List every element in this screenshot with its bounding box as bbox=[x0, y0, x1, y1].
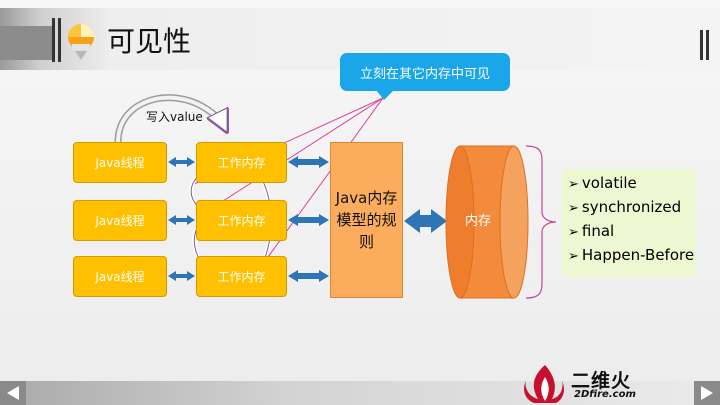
work-memory-box: 工作内存 bbox=[196, 142, 287, 183]
triangle-right-icon bbox=[701, 386, 713, 400]
jmm-rules-box: Java内存模型的规则 bbox=[330, 142, 403, 298]
slide-marker-icon bbox=[700, 30, 709, 60]
fire-logo-icon bbox=[524, 365, 564, 403]
java-thread-box: Java线程 bbox=[73, 142, 167, 183]
arrow-bullet-icon: ➢ bbox=[568, 225, 579, 240]
main-memory-cylinder bbox=[445, 145, 529, 299]
jmm-main-memory-arrow bbox=[404, 209, 447, 233]
page-title: 可见性 bbox=[107, 25, 192, 58]
thread-memory-arrows bbox=[168, 157, 195, 281]
keyword-bracket bbox=[525, 145, 557, 299]
visibility-callout: 立刻在其它内存中可见 bbox=[340, 53, 510, 91]
next-slide-button[interactable] bbox=[694, 381, 720, 405]
bottom-bar bbox=[0, 381, 720, 405]
prev-slide-button[interactable] bbox=[0, 381, 26, 405]
title-bar-accent bbox=[0, 26, 52, 60]
keyword-item: ➢volatile bbox=[568, 174, 637, 192]
keyword-list: ➢volatile ➢synchronized ➢final ➢Happen-B… bbox=[562, 169, 696, 277]
keyword-item: ➢Happen-Before bbox=[568, 246, 695, 264]
memory-jmm-arrows bbox=[288, 156, 329, 282]
title-divider bbox=[58, 18, 61, 62]
java-thread-box: Java线程 bbox=[73, 200, 167, 241]
java-thread-box: Java线程 bbox=[73, 256, 167, 297]
arrow-bullet-icon: ➢ bbox=[568, 201, 579, 216]
title-divider bbox=[52, 18, 55, 62]
triangle-left-icon bbox=[7, 386, 19, 400]
lightbulb-logo-icon bbox=[68, 24, 94, 60]
write-value-label: 写入value bbox=[146, 110, 203, 124]
main-memory-label: 内存 bbox=[464, 214, 491, 229]
arrow-bullet-icon: ➢ bbox=[568, 249, 579, 264]
arrow-bullet-icon: ➢ bbox=[568, 177, 579, 192]
keyword-item: ➢final bbox=[568, 222, 615, 240]
work-memory-box: 工作内存 bbox=[196, 200, 287, 241]
keyword-item: ➢synchronized bbox=[568, 198, 682, 216]
brand-name: 二维火 bbox=[571, 370, 632, 392]
work-memory-box: 工作内存 bbox=[196, 256, 287, 297]
callout-tail bbox=[376, 90, 394, 100]
brand-domain: 2Dfire.com bbox=[574, 389, 636, 400]
